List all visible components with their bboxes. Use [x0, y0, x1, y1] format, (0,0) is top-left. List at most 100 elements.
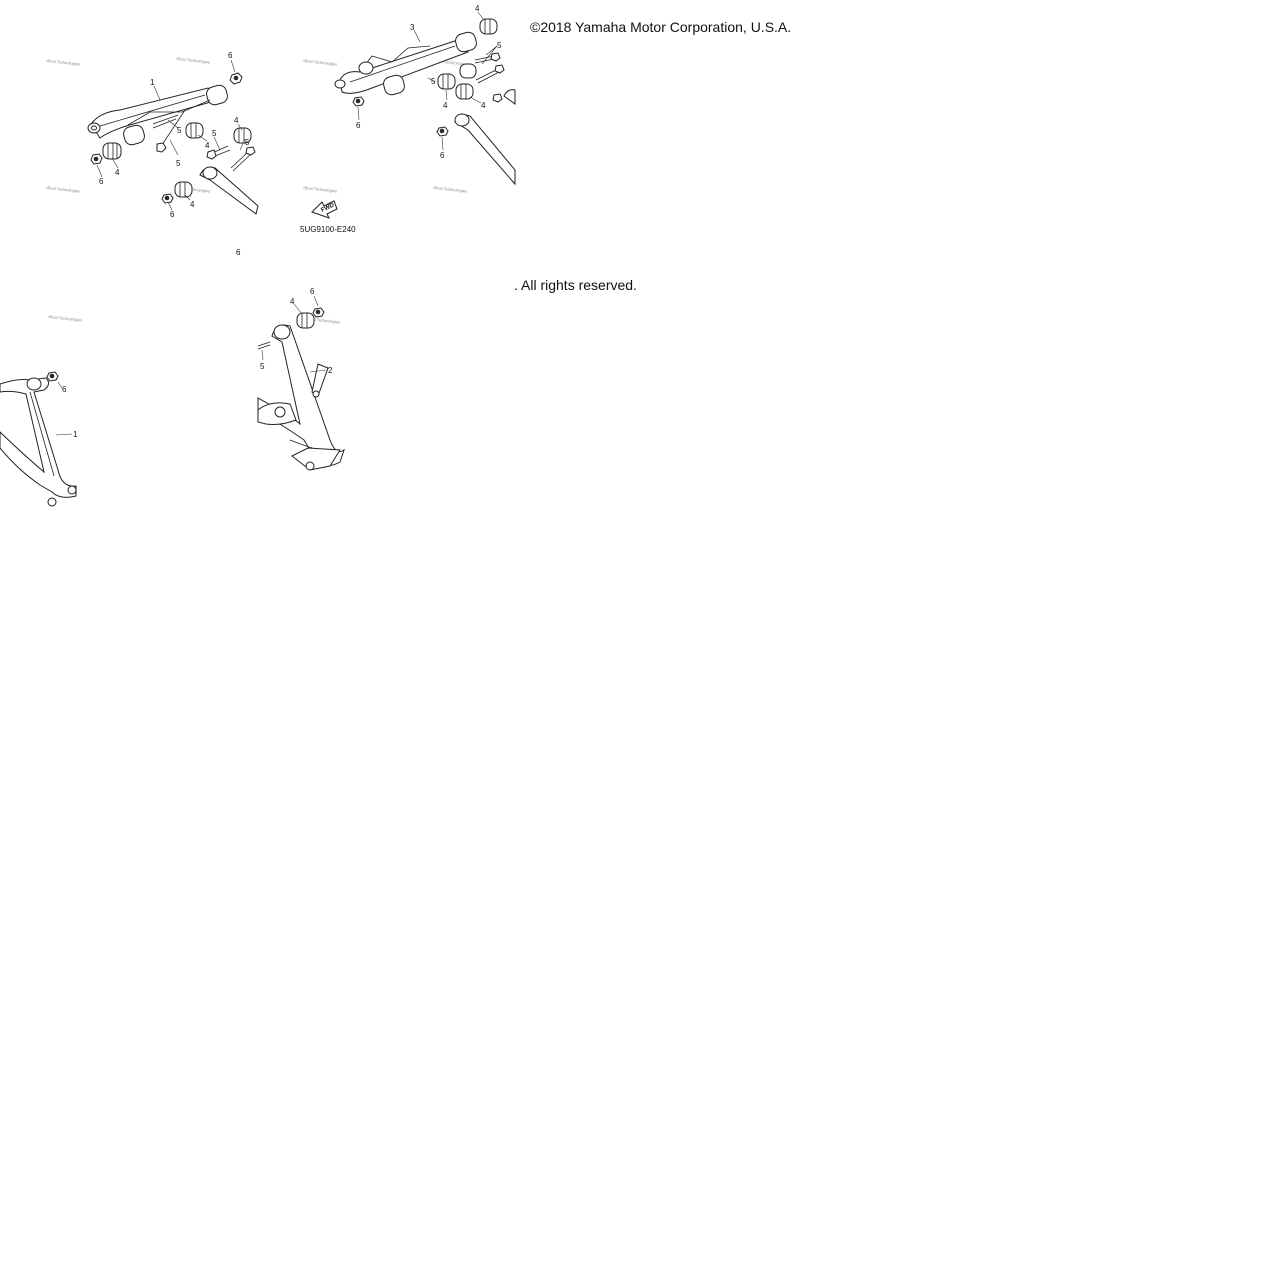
callout-4: 4 — [443, 101, 448, 110]
nut-thread — [164, 195, 170, 201]
bushing-4-middle — [174, 122, 252, 198]
leader-line — [309, 369, 327, 373]
leader-line — [55, 433, 73, 436]
bushing — [455, 83, 474, 100]
callout-5: 5 — [431, 77, 436, 86]
bushing — [174, 181, 193, 198]
callout-5: 5 — [177, 126, 182, 135]
bracket-bolt — [312, 390, 320, 398]
leader-line — [169, 139, 179, 156]
leader-line — [261, 349, 264, 361]
bushing — [102, 142, 122, 160]
bushing — [296, 312, 315, 329]
leader-line — [237, 123, 243, 131]
arm-bushing-housing — [206, 84, 228, 106]
bolt-head — [156, 142, 167, 153]
callout-6: 6 — [99, 177, 104, 186]
copyright-notice: ©2018 Yamaha Motor Corporation, U.S.A. — [530, 19, 792, 35]
leader-line — [197, 134, 208, 142]
leader-line — [413, 29, 421, 43]
arm-3 — [339, 39, 469, 94]
stray-callout-6: 6 — [236, 248, 241, 257]
leader-line — [96, 164, 103, 178]
callout-6: 6 — [170, 210, 175, 219]
lower-arm-1-assembly: 6 1 — [0, 371, 78, 507]
callout-4: 4 — [475, 4, 480, 13]
callout-6: 6 — [440, 151, 445, 160]
leader-line — [293, 303, 303, 315]
bushing — [233, 127, 252, 144]
arm-3-assembly: 3 4 5 5 4 4 6 6 — [334, 4, 516, 186]
callout-4: 4 — [190, 200, 195, 209]
nut-thread — [355, 98, 361, 104]
arm-2-lower-plate — [291, 447, 341, 471]
callout-6: 6 — [228, 51, 233, 60]
callout-4: 4 — [115, 168, 120, 177]
watermark: •Boat Technologies — [48, 314, 82, 323]
bushing-ribs — [442, 74, 449, 89]
bushing-ribs — [460, 84, 467, 99]
bushing — [437, 73, 456, 90]
leader-line — [111, 157, 119, 169]
callout-3: 3 — [410, 23, 415, 32]
forward-direction-indicator: FWD 5UG9100-E240 — [300, 200, 356, 234]
arm-pivot-hole — [91, 125, 97, 131]
bushing — [479, 18, 498, 35]
watermark: •Boat Technologies — [306, 316, 340, 325]
leader-line — [153, 85, 161, 101]
arm-eye — [273, 324, 291, 340]
watermarks: •Boat Technologies •Boat Technologies •B… — [46, 56, 467, 325]
watermark: •Boat Technologies — [176, 185, 210, 194]
bolt-shaft — [159, 109, 186, 149]
upper-arm-1-edge — [99, 94, 206, 127]
watermark: •Boat Technologies — [303, 185, 337, 194]
callout-1: 1 — [150, 78, 155, 87]
leader-line — [239, 138, 246, 151]
arm-pivot-eye — [334, 79, 346, 89]
mount-bolt — [67, 485, 77, 495]
arm-3-bracket — [359, 45, 431, 73]
bolt-head — [492, 93, 503, 103]
nut-thread — [315, 309, 321, 315]
bushing-ribs — [190, 123, 197, 138]
bushing-ribs — [484, 19, 491, 34]
bolt-head — [206, 149, 217, 160]
leader-line — [167, 119, 179, 129]
bolt-head — [245, 146, 256, 156]
nut-thread — [233, 75, 239, 81]
bushing-ribs — [107, 143, 118, 159]
arm-eye — [202, 166, 218, 180]
bolt-5-upper — [152, 114, 179, 129]
callout-2: 2 — [328, 366, 333, 375]
bushing-4-left — [102, 142, 122, 160]
nut-thread — [93, 156, 99, 162]
upper-arm-assembly: 1 6 5 5 4 4 4 5 5 6 4 6 — [87, 51, 259, 219]
lower-arm-1 — [0, 377, 77, 498]
leader-line — [469, 96, 482, 104]
callout-4: 4 — [234, 116, 239, 125]
watermark: •Boat Technologies — [433, 58, 467, 67]
nut-thread — [49, 373, 55, 379]
arm-eye — [454, 113, 470, 127]
leader-line — [481, 45, 498, 65]
bolt-shaft — [257, 341, 271, 350]
leader-line — [445, 89, 448, 101]
rights-notice: . All rights reserved. — [514, 277, 637, 293]
bolt-head — [494, 64, 505, 74]
mount-hole — [274, 406, 286, 418]
callout-5: 5 — [212, 129, 217, 138]
leader-line — [213, 136, 221, 151]
callout-5: 5 — [260, 362, 265, 371]
watermark: •Boat Technologies — [46, 185, 80, 194]
nut-thread — [439, 128, 445, 134]
diagram-code: 5UG9100-E240 — [300, 225, 356, 234]
arm-bushing-housing — [455, 31, 477, 53]
leader-line — [427, 77, 436, 83]
callout-5: 5 — [497, 41, 502, 50]
callout-4: 4 — [481, 101, 486, 110]
watermark: •Boat Technologies — [433, 185, 467, 194]
leader-line — [230, 59, 236, 73]
leader-line — [357, 106, 360, 121]
mount-bolt — [47, 497, 57, 507]
